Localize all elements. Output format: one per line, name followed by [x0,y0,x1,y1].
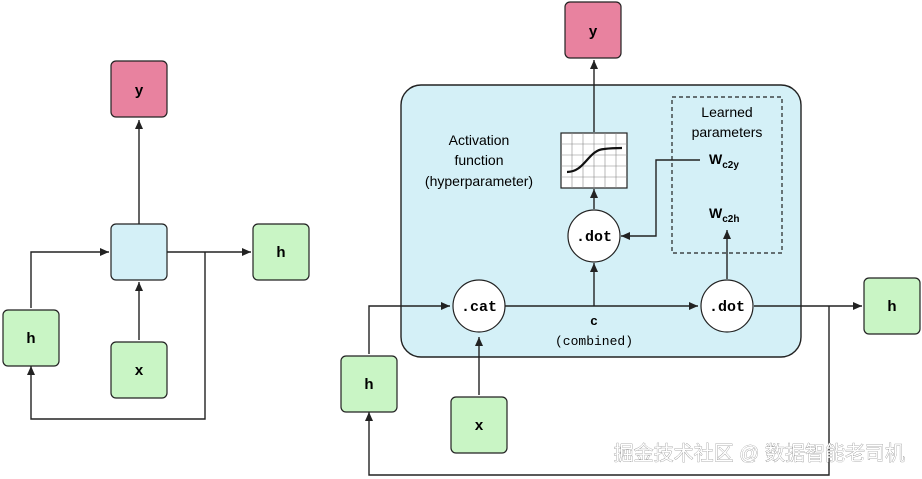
left-rnn-cell [110,223,168,281]
watermark-text: 掘金技术社区 @ 数据智能老司机 [614,442,905,465]
cat-node [452,279,506,333]
right-rnn-diagram: y Activation function (hyperparameter) L… [340,1,921,476]
right-h-input-box [340,355,398,413]
sigmoid-curve [566,146,623,174]
learned-label-line1: Learned [701,104,752,120]
arrow-h-to-cat [368,302,450,354]
combined-text-label: (combined) [555,334,633,349]
w-c2y-sub: c2y [722,160,739,171]
w-c2y-main: W [709,151,723,167]
right-loop-arrow [365,306,830,476]
right-h-output-label: h [887,298,896,315]
learned-label-line2: parameters [692,124,763,140]
left-h-input-box [2,309,60,367]
dot-hidden-label: .dot [709,299,745,316]
dot-hidden-node [700,279,754,333]
activation-label-line3: (hyperparameter) [425,173,533,189]
left-h-input-label: h [26,330,35,347]
arrow-wc2y-to-dot [621,159,700,240]
left-y-box [110,60,168,118]
left-loop-arrow [27,252,206,420]
combined-c-label: c [590,314,598,329]
w-c2y-label: Wc2y [709,151,739,171]
dot-output-node [567,209,621,263]
left-y-label: y [135,82,144,99]
right-h-input-label: h [364,376,373,393]
right-y-box [564,1,622,59]
left-x-box [110,341,168,399]
activation-function-graph [560,132,628,189]
w-c2h-sub: c2h [722,214,739,225]
cat-label: .cat [461,299,497,316]
left-x-label: x [135,362,144,379]
right-x-label: x [475,417,484,434]
w-c2h-main: W [709,205,723,221]
left-h-output-box [252,223,310,281]
left-rnn-diagram: y h h x [2,60,310,420]
right-x-box [450,396,508,454]
dot-output-label: .dot [576,229,612,246]
right-y-label: y [589,23,598,40]
activation-label-line2: function [454,152,503,168]
left-h-output-label: h [276,244,285,261]
left-arrow-h-to-cell [30,248,109,308]
w-c2h-label: Wc2h [709,205,739,225]
right-h-output-box [863,277,921,335]
activation-label-line1: Activation [449,132,510,148]
